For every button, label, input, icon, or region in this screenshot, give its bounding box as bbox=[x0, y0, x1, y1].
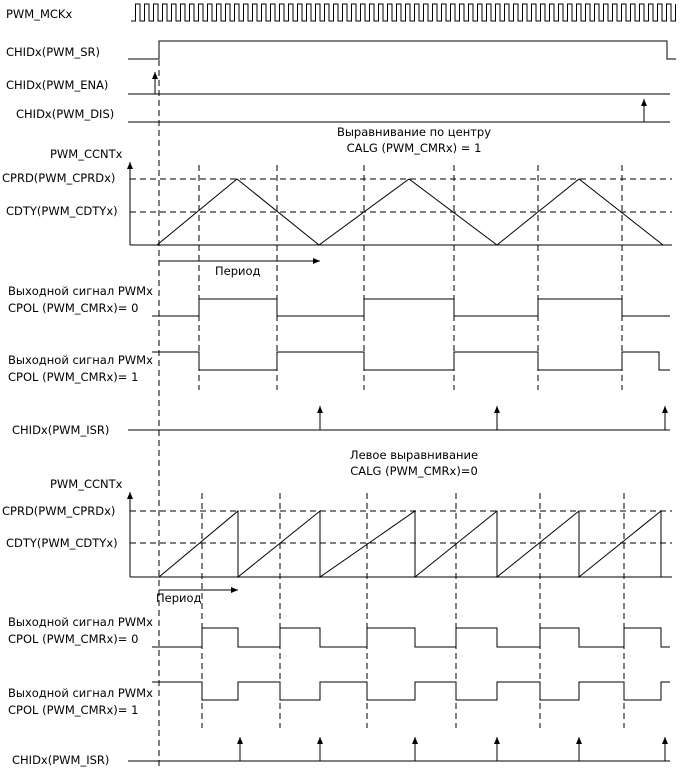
left-out1-label-line2: CPOL (PWM_CMRx)= 1 bbox=[8, 703, 138, 717]
center-title-line2: CALG (PWM_CMRx) = 1 bbox=[347, 141, 482, 155]
label-chid-sr: CHIDx(PWM_SR) bbox=[6, 45, 100, 59]
center-pwm-output-cpol0 bbox=[152, 298, 670, 317]
left-out0-label-line2: CPOL (PWM_CMRx)= 0 bbox=[8, 632, 138, 646]
center-cprd-label: CPRD(PWM_CPRDx) bbox=[2, 171, 115, 185]
center-isr-label: CHIDx(PWM_ISR) bbox=[12, 423, 109, 437]
left-out1-label-line1: Выходной сигнал PWMx bbox=[8, 686, 153, 700]
left-title-line1: Левое выравнивание bbox=[350, 448, 478, 462]
left-title-line2: CALG (PWM_CMRx)=0 bbox=[350, 464, 478, 478]
label-chid-dis: CHIDx(PWM_DIS) bbox=[16, 107, 114, 121]
left-period-label: Период bbox=[156, 591, 202, 605]
chid-sr-wave bbox=[128, 40, 676, 60]
center-pwm-output-cpol1 bbox=[152, 351, 670, 371]
left-cprd-label: CPRD(PWM_CPRDx) bbox=[2, 504, 115, 518]
center-period-label: Период bbox=[215, 264, 261, 278]
center-counter-label: PWM_CCNTx bbox=[50, 147, 123, 161]
left-counter-label: PWM_CCNTx bbox=[50, 477, 123, 491]
left-counter-sawtooth-wave bbox=[158, 509, 662, 579]
left-pwm-output-cpol1 bbox=[152, 681, 670, 701]
center-out0-label-line1: Выходной сигнал PWMx bbox=[8, 284, 153, 298]
center-out1-label-line2: CPOL (PWM_CMRx)= 1 bbox=[8, 370, 138, 384]
center-counter-triangle-wave bbox=[156, 178, 664, 246]
label-chid-ena: CHIDx(PWM_ENA) bbox=[6, 78, 108, 92]
left-cdty-label: CDTY(PWM_CDTYx) bbox=[6, 536, 118, 550]
label-pwm-mck: PWM_MCKx bbox=[6, 7, 72, 21]
center-cdty-label: CDTY(PWM_CDTYx) bbox=[6, 204, 118, 218]
left-pwm-output-cpol0 bbox=[152, 627, 670, 648]
center-out1-label-line1: Выходной сигнал PWMx bbox=[8, 353, 153, 367]
pwm-mck-clock-wave bbox=[131, 3, 676, 22]
center-title-line1: Выравнивание по центру bbox=[337, 125, 491, 139]
center-out0-label-line2: CPOL (PWM_CMRx)= 0 bbox=[8, 301, 138, 315]
left-out0-label-line1: Выходной сигнал PWMx bbox=[8, 615, 153, 629]
left-isr-label: CHIDx(PWM_ISR) bbox=[12, 753, 109, 767]
